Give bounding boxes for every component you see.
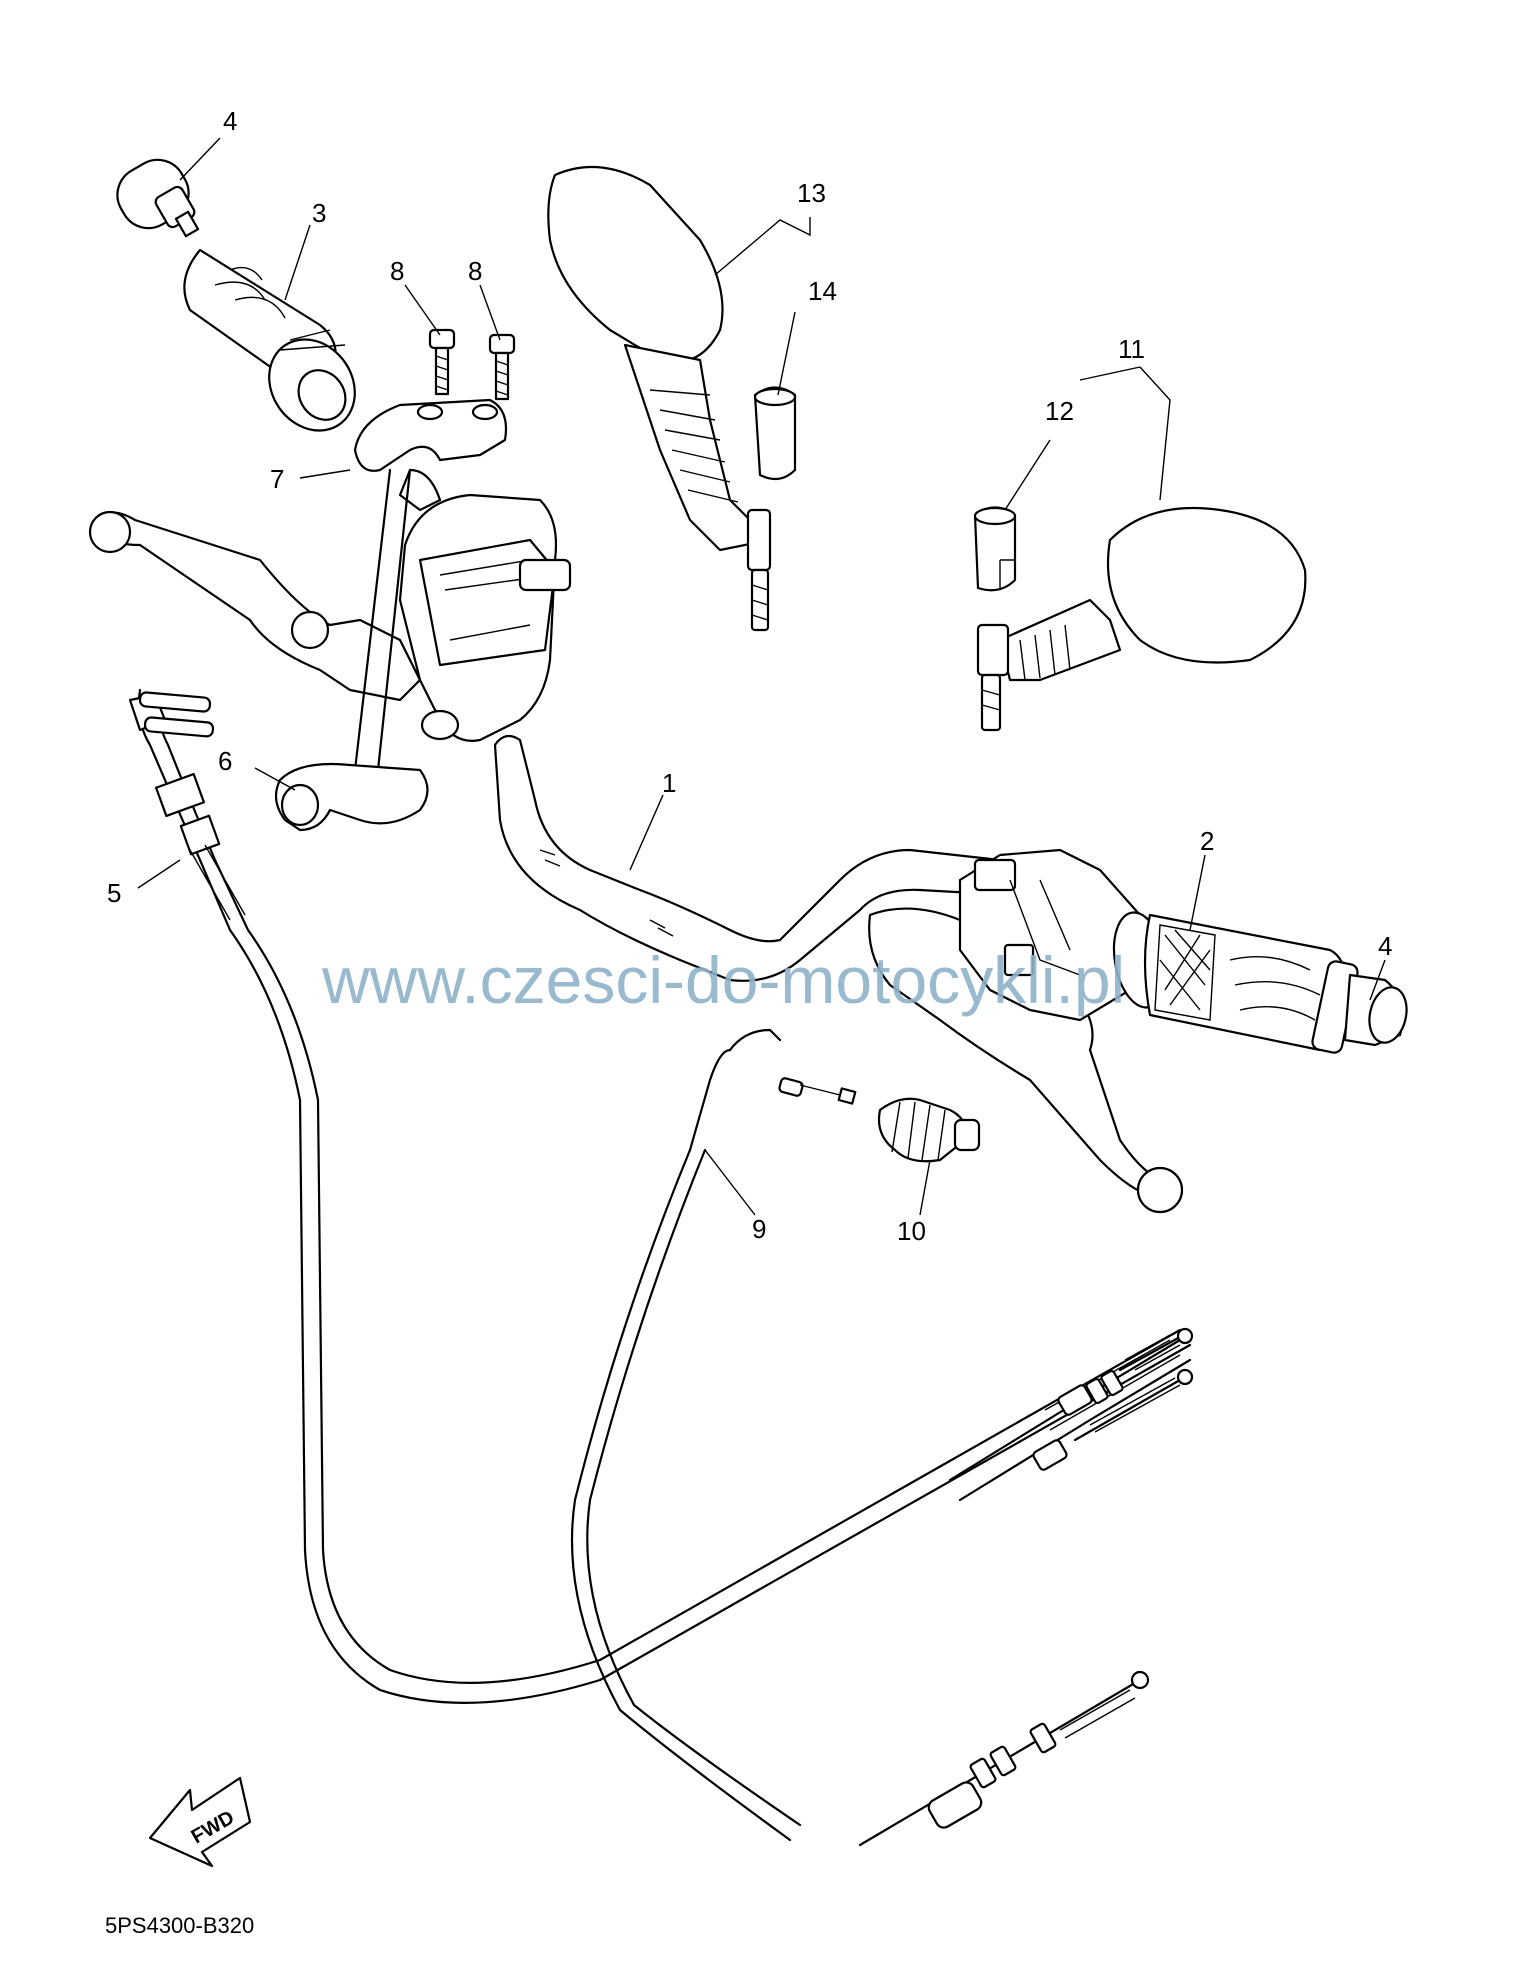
grip-end-right (1311, 960, 1408, 1054)
bolts (428, 328, 516, 401)
callout-8-right: 8 (468, 256, 482, 286)
callout-8-left: 8 (390, 256, 404, 286)
grip-end-left (116, 158, 200, 238)
callout-2: 2 (1200, 826, 1214, 856)
mirror-left (547, 165, 772, 632)
upper-clamp (353, 398, 508, 472)
handlebar (493, 734, 1022, 982)
watermark: www.czesci-do-motocykli.pl (321, 943, 1125, 1017)
mirror-right (976, 506, 1307, 732)
callout-3: 3 (312, 198, 326, 228)
callout-13: 13 (797, 178, 826, 208)
lower-clamp (274, 762, 429, 832)
cable-9 (570, 1028, 1150, 1847)
clutch-cable (128, 688, 1192, 1704)
leader-lines (137, 137, 1386, 1216)
callout-6: 6 (218, 746, 232, 776)
callout-12: 12 (1045, 396, 1074, 426)
callout-10: 10 (897, 1216, 926, 1246)
callout-9: 9 (752, 1214, 766, 1244)
cable-boot (877, 1097, 981, 1163)
fwd-arrow-icon: FWD (148, 1776, 252, 1868)
callout-4-right: 4 (1378, 931, 1392, 961)
master-cylinder-assembly (88, 468, 572, 772)
callout-7: 7 (270, 464, 284, 494)
callout-11: 11 (1118, 334, 1145, 364)
callout-5: 5 (107, 878, 121, 908)
callout-labels: 4 3 8 8 7 6 5 1 2 4 9 10 11 12 13 14 (107, 106, 1392, 1246)
cap-left (753, 386, 797, 481)
callout-4-left: 4 (223, 106, 237, 136)
grip-left (183, 248, 356, 432)
cap-right (973, 506, 1017, 592)
diagram-code: 5PS4300-B320 (105, 1913, 254, 1938)
throttle-cables (948, 1327, 1194, 1502)
callout-1: 1 (662, 768, 676, 798)
callout-14: 14 (808, 276, 837, 306)
